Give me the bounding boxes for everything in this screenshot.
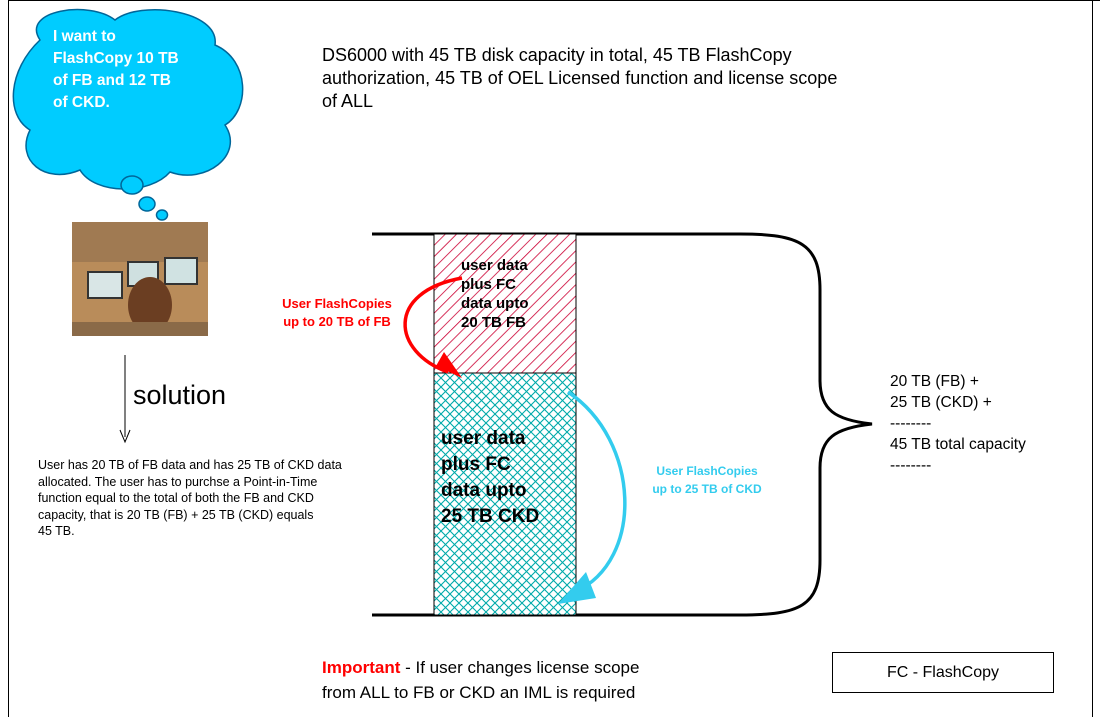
important-note: Important - If user changes license scop… [322, 655, 639, 705]
ckd-block-line: plus FC [441, 454, 511, 475]
fb-block-line: data upto [461, 295, 529, 312]
capacity-line: -------- [890, 457, 932, 474]
ckd-block-line: 25 TB CKD [441, 506, 540, 527]
ckd-data-block [433, 372, 577, 616]
fb-data-block [433, 233, 577, 374]
capacity-line: -------- [890, 415, 932, 432]
explanation-line: User has 20 TB of FB data and has 25 TB … [38, 458, 342, 472]
explanation-line: 45 TB. [38, 524, 75, 538]
configuration-description: DS6000 with 45 TB disk capacity in total… [322, 44, 1012, 113]
ckd-arrow-line: User FlashCopies [656, 464, 758, 478]
thought-bubble-dot-3 [155, 209, 169, 221]
important-line-1: Important - If user changes license scop… [322, 655, 639, 680]
ckd-flashcopy-arrowhead [558, 572, 596, 604]
explanation-line: allocated. The user has to purchse a Poi… [38, 474, 318, 489]
legend-box: FC - FlashCopy [832, 652, 1054, 693]
fb-block-label: user data plus FC data upto 20 TB FB [461, 256, 529, 332]
explanation-line: capacity, that is 20 TB (FB) + 25 TB (CK… [38, 507, 314, 522]
capacity-brace [739, 232, 873, 617]
ckd-block-line: data upto [441, 480, 527, 501]
solution-explanation: User has 20 TB of FB data and has 25 TB … [38, 457, 408, 540]
solution-label: solution [133, 380, 227, 410]
important-line-2: from ALL to FB or CKD an IML is required [322, 683, 636, 702]
fb-block-line: user data [461, 257, 528, 274]
important-rest: - If user changes license scope [400, 658, 640, 677]
thought-cloud [12, 8, 244, 221]
ckd-block-label: user data plus FC data upto 25 TB CKD [441, 426, 539, 530]
thought-bubble-text: I want to FlashCopy 10 TB of FB and 12 T… [53, 26, 203, 114]
thought-bubble-dot-2 [138, 196, 156, 212]
header-line: DS6000 with 45 TB disk capacity in total… [322, 45, 792, 65]
thought-line: I want to [53, 28, 116, 45]
thought-line: of FB and 12 TB [53, 72, 171, 89]
fb-flashcopy-arrowhead [436, 352, 462, 378]
frame-right-border [1092, 0, 1093, 717]
fb-block-line: plus FC [461, 276, 516, 293]
fb-arrow-line: up to 20 TB of FB [283, 314, 391, 329]
ckd-arrow-line: up to 25 TB of CKD [652, 482, 762, 496]
capacity-line: 45 TB total capacity [890, 436, 1026, 453]
computer-operator-photo [72, 222, 208, 336]
capacity-line: 20 TB (FB) + [890, 373, 979, 390]
thought-line: FlashCopy 10 TB [53, 50, 179, 67]
fb-flashcopy-arrow [403, 276, 463, 374]
fb-arrow-line: User FlashCopies [282, 296, 392, 311]
solution-arrow [119, 355, 131, 444]
capacity-summary: 20 TB (FB) + 25 TB (CKD) + -------- 45 T… [890, 371, 1026, 476]
ckd-block-line: user data [441, 428, 526, 449]
legend-text: FC - FlashCopy [886, 663, 1000, 681]
ckd-flashcopy-arrow [567, 390, 627, 594]
header-line: authorization, 45 TB of OEL Licensed fun… [322, 68, 838, 88]
fb-block-line: 20 TB FB [461, 314, 527, 331]
fb-flashcopy-label: User FlashCopies up to 20 TB of FB [262, 295, 412, 331]
thought-line: of CKD. [53, 94, 110, 111]
important-keyword: Important [322, 658, 401, 677]
ckd-flashcopy-label: User FlashCopies up to 25 TB of CKD [622, 462, 792, 498]
thought-bubble-dot-1 [120, 175, 144, 195]
header-line: of ALL [322, 91, 374, 111]
frame-top-border [8, 0, 1100, 1]
capacity-line: 25 TB (CKD) + [890, 394, 992, 411]
frame-left-border [8, 0, 9, 717]
explanation-line: function equal to the total of both the … [38, 491, 314, 505]
